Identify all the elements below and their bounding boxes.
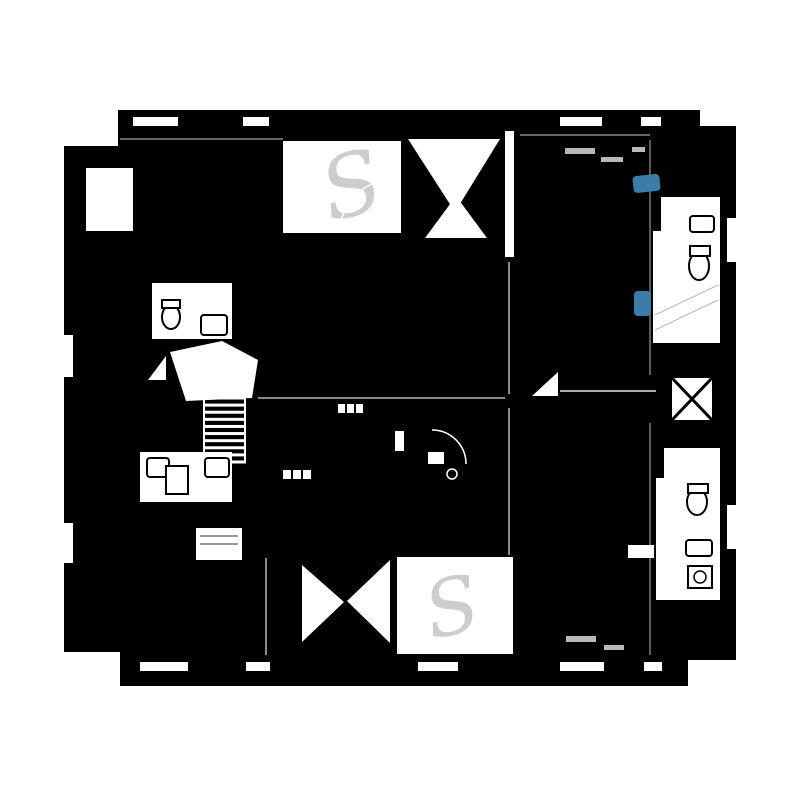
- stair-rail: [244, 398, 246, 462]
- window-slit: [133, 117, 178, 126]
- room-spa-bottom: [397, 557, 513, 654]
- landing-left: [170, 341, 258, 401]
- washer-fixture: [687, 565, 713, 589]
- shower-box-fixture: [165, 465, 189, 495]
- stair-tread: [203, 432, 246, 436]
- illegible-label: [347, 404, 354, 413]
- window-slit: [727, 218, 736, 262]
- cistern-fixture: [161, 299, 181, 309]
- illegible-label: [293, 470, 301, 479]
- furniture-mark: [604, 645, 624, 650]
- stair-tread: [203, 439, 246, 443]
- door-swing-wedge: [347, 560, 390, 643]
- wc-detail: [428, 452, 444, 464]
- window-slit: [246, 662, 270, 671]
- sink-fixture: [689, 215, 715, 233]
- shaft-cross-line: [670, 376, 714, 422]
- blue-basin: [632, 173, 661, 193]
- door-swing-wedge: [408, 139, 500, 212]
- stair-tread: [203, 410, 246, 414]
- corridor-strip-top: [505, 131, 514, 257]
- door-swing-wedge: [532, 372, 558, 396]
- window-slit: [418, 662, 458, 671]
- door-swing-wedge: [425, 196, 487, 238]
- window-slit: [644, 662, 662, 671]
- door-swing-wedge: [302, 565, 344, 642]
- window-slit: [64, 523, 73, 563]
- balcony-left: [86, 168, 133, 231]
- wc-door-arc: [431, 429, 467, 465]
- window-slit: [641, 117, 661, 126]
- window-slit: [64, 335, 73, 377]
- window-slit: [243, 117, 269, 126]
- door-swing-wedge: [148, 356, 166, 380]
- washer-drum: [693, 570, 707, 584]
- stair-tread: [203, 403, 246, 407]
- furniture-mark: [601, 157, 623, 162]
- wall-stub: [656, 448, 664, 478]
- illegible-label: [356, 404, 363, 413]
- stair-tread: [203, 446, 246, 450]
- staircase-left: [203, 396, 246, 464]
- furniture-mark: [632, 147, 645, 152]
- wc-detail: [395, 431, 404, 451]
- window-slit: [140, 662, 188, 671]
- sink-fixture: [204, 457, 230, 478]
- wc-bowl-outline: [446, 468, 458, 480]
- furniture-mark: [566, 636, 596, 642]
- door-swing-arc: [339, 179, 393, 233]
- sink-fixture: [200, 314, 228, 336]
- cistern-fixture: [689, 245, 711, 257]
- corner-cut-top-right: [700, 110, 736, 126]
- stair-tread: [203, 417, 246, 421]
- stair-tread: [203, 396, 246, 400]
- corner-cut-top-left: [64, 110, 118, 146]
- sink-fixture: [685, 539, 713, 557]
- tile-hatch-line: [654, 284, 719, 316]
- stair-rail: [203, 398, 205, 462]
- illegible-label: [283, 470, 291, 479]
- fixture-mark: [628, 545, 654, 558]
- stair-tread: [203, 453, 246, 457]
- window-slit: [560, 117, 602, 126]
- wall-stub: [653, 197, 661, 231]
- stair-tread: [203, 424, 246, 428]
- corner-cut-bottom-left: [64, 652, 120, 686]
- window-slit: [560, 662, 604, 671]
- blue-basin: [634, 291, 651, 316]
- illegible-label: [303, 470, 311, 479]
- furniture-mark: [565, 148, 595, 154]
- illegible-label: [338, 404, 345, 413]
- window-slit: [727, 505, 736, 549]
- corner-cut-bottom-right: [688, 660, 736, 686]
- cistern-fixture: [687, 483, 709, 494]
- tile-hatch-line: [654, 299, 719, 331]
